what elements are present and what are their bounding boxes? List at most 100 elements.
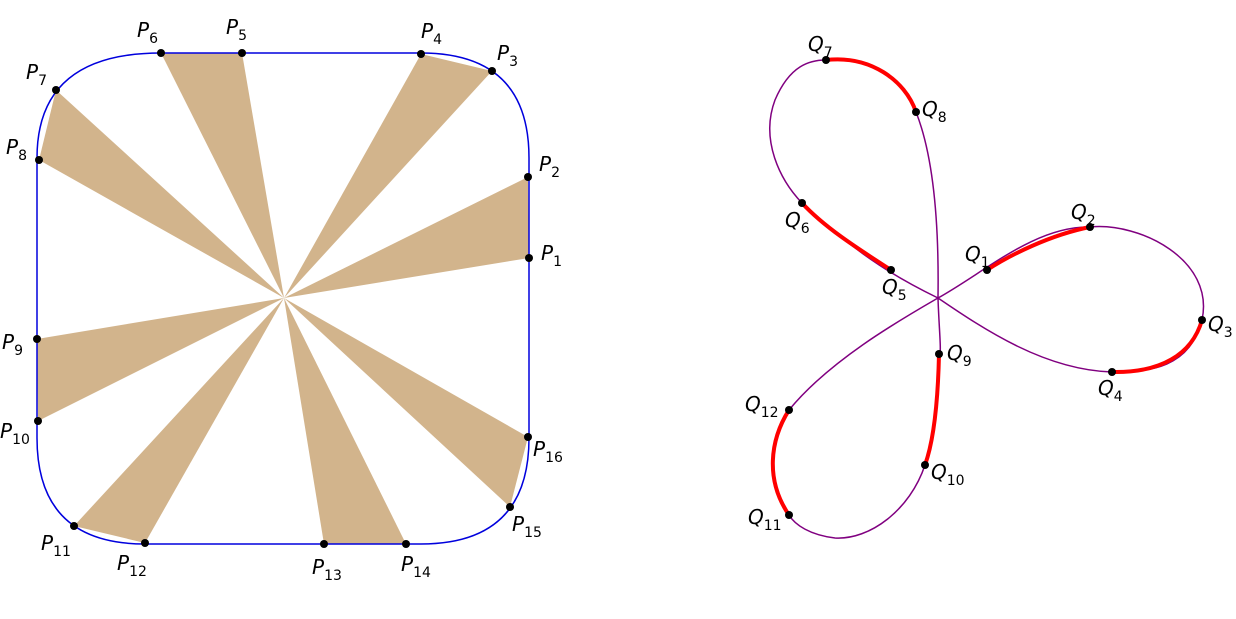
- point-p11: [70, 522, 78, 530]
- label-q8-letter: Q: [922, 97, 938, 121]
- point-q10: [921, 461, 929, 469]
- label-q3-letter: Q: [1208, 312, 1224, 336]
- point-q2: [1086, 223, 1094, 231]
- label-p6-subscript: 6: [149, 31, 158, 47]
- label-q4-subscript: 4: [1114, 389, 1123, 405]
- label-q10: Q10: [931, 460, 965, 489]
- label-p15-letter: P: [512, 512, 525, 536]
- trefoil-curve: [769, 58, 1205, 539]
- label-p9-letter: P: [2, 330, 15, 354]
- label-q11-letter: Q: [748, 505, 764, 529]
- rounded-square-outline: [36, 52, 530, 545]
- label-q4-letter: Q: [1098, 376, 1114, 400]
- label-q4: Q4: [1098, 376, 1123, 405]
- label-q7: Q7: [808, 32, 833, 61]
- label-q10-subscript: 10: [947, 473, 965, 489]
- label-q9: Q9: [947, 341, 972, 370]
- label-p5: P5: [226, 15, 247, 44]
- sector-p7-p8: [39, 90, 284, 298]
- label-p6-letter: P: [137, 18, 150, 42]
- label-p6: P6: [137, 18, 158, 47]
- point-p6: [157, 49, 165, 57]
- label-p12: P12: [117, 551, 147, 580]
- label-p10-subscript: 10: [12, 432, 30, 448]
- label-p16: P16: [533, 437, 563, 466]
- sector-group: [37, 53, 529, 544]
- label-q5-letter: Q: [882, 275, 898, 299]
- q-point-markers: [785, 56, 1206, 519]
- point-p2: [524, 173, 532, 181]
- point-q7: [822, 56, 830, 64]
- label-p16-subscript: 16: [545, 450, 563, 466]
- label-p4-subscript: 4: [433, 32, 442, 48]
- sector-p15-p16: [284, 298, 528, 507]
- label-q9-letter: Q: [947, 341, 963, 365]
- point-q4: [1108, 368, 1116, 376]
- label-q7-letter: Q: [808, 32, 824, 56]
- arc-q9-q10: [923, 353, 941, 466]
- label-p3: P3: [497, 41, 518, 70]
- label-p7: P7: [26, 60, 47, 89]
- label-q1: Q1: [965, 242, 990, 271]
- label-q8: Q8: [922, 97, 947, 126]
- label-p7-subscript: 7: [38, 73, 47, 89]
- point-p12: [141, 539, 149, 547]
- point-p16: [524, 433, 532, 441]
- label-q5-subscript: 5: [898, 288, 907, 304]
- label-q8-subscript: 8: [938, 110, 947, 126]
- sector-p9-p10: [37, 298, 284, 421]
- label-p14: P14: [401, 552, 431, 581]
- p-point-markers: [33, 49, 533, 548]
- label-p1-subscript: 1: [553, 254, 562, 270]
- label-p11-letter: P: [41, 531, 54, 555]
- label-p12-subscript: 12: [129, 564, 147, 580]
- highlight-arcs: [770, 57, 1204, 517]
- point-p9: [33, 335, 41, 343]
- point-q11: [785, 511, 793, 519]
- label-p5-letter: P: [226, 15, 239, 39]
- label-p2: P2: [539, 152, 560, 181]
- label-q5: Q5: [882, 275, 907, 304]
- arc-q3-q4: [1111, 319, 1204, 375]
- label-q12-letter: Q: [745, 392, 761, 416]
- arc-q1-q2: [985, 225, 1091, 272]
- label-q11-subscript: 11: [764, 518, 782, 534]
- label-p16-letter: P: [533, 437, 546, 461]
- point-q3: [1198, 316, 1206, 324]
- sector-p5-p6: [161, 53, 284, 298]
- label-q2-subscript: 2: [1087, 213, 1096, 229]
- label-p3-letter: P: [497, 41, 510, 65]
- label-q1-letter: Q: [965, 242, 981, 266]
- label-p9-subscript: 9: [14, 343, 23, 359]
- label-p9: P9: [2, 330, 23, 359]
- point-q12: [785, 406, 793, 414]
- label-p14-subscript: 14: [413, 565, 431, 581]
- label-p13-letter: P: [312, 555, 325, 579]
- sector-p1-p2: [284, 177, 529, 298]
- label-p8-subscript: 8: [18, 148, 27, 164]
- point-q6: [798, 199, 806, 207]
- point-p8: [35, 156, 43, 164]
- label-q12-subscript: 12: [761, 405, 779, 421]
- label-p4-letter: P: [421, 19, 434, 43]
- label-q11: Q11: [748, 505, 782, 534]
- point-p1: [525, 254, 533, 262]
- label-p1: P1: [541, 241, 562, 270]
- label-p3-subscript: 3: [509, 54, 518, 70]
- label-q6-subscript: 6: [801, 221, 810, 237]
- point-p5: [238, 49, 246, 57]
- label-q7-subscript: 7: [824, 45, 833, 61]
- point-p4: [417, 50, 425, 58]
- label-p14-letter: P: [401, 552, 414, 576]
- label-q2: Q2: [1071, 200, 1096, 229]
- arc-q5-q6: [800, 201, 893, 272]
- label-p8-letter: P: [6, 135, 19, 159]
- arc-q11-q12: [770, 408, 791, 517]
- point-p7: [52, 86, 60, 94]
- label-q12: Q12: [745, 392, 779, 421]
- point-p3: [488, 67, 496, 75]
- sector-p13-p14: [284, 298, 406, 544]
